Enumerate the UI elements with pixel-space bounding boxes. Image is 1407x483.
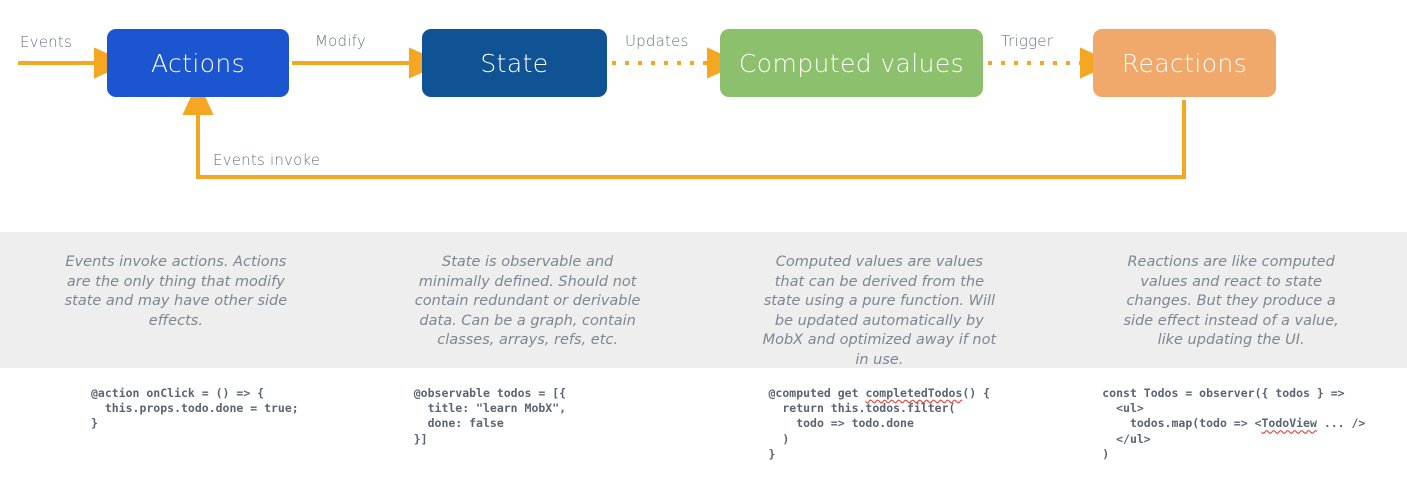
code-computed-line1-pre: @computed get xyxy=(768,386,866,400)
node-actions-label: Actions xyxy=(150,48,246,78)
code-computed-misspelled-token: completedTodos xyxy=(865,386,963,400)
code-reactions-line5: ) xyxy=(1102,446,1110,461)
description-cell-reactions: Reactions are like computed values and r… xyxy=(1055,232,1407,368)
edge-label-updates: Updates xyxy=(625,32,689,50)
edge-label-events-invoke: Events invoke xyxy=(213,151,321,169)
description-text-actions: Events invoke actions. Actions are the o… xyxy=(64,254,288,329)
description-text-computed: Computed values are values that can be d… xyxy=(762,254,997,368)
flow-diagram: Actions State Computed values Reactions … xyxy=(0,0,1407,232)
code-sample-state: @observable todos = [{ title: "learn Mob… xyxy=(413,386,567,446)
node-state[interactable]: State xyxy=(422,29,607,97)
code-reactions-line3-pre: todos.map(todo => < xyxy=(1102,416,1262,431)
code-sample-reactions: const Todos = observer({ todos } => <ul>… xyxy=(1102,386,1407,462)
code-reactions-misspelled-token: TodoView xyxy=(1261,416,1317,431)
node-reactions-label: Reactions xyxy=(1121,48,1248,78)
code-band: @action onClick = () => { this.props.tod… xyxy=(0,368,1407,483)
code-cell-state: @observable todos = [{ title: "learn Mob… xyxy=(352,368,704,483)
description-text-state: State is observable and minimally define… xyxy=(414,254,641,349)
edge-label-trigger: Trigger xyxy=(1001,32,1054,50)
description-cell-state: State is observable and minimally define… xyxy=(352,232,704,368)
node-computed-values[interactable]: Computed values xyxy=(720,29,983,97)
code-cell-reactions: const Todos = observer({ todos } => <ul>… xyxy=(1055,368,1407,483)
code-sample-computed: @computed get completedTodos() { return … xyxy=(769,386,1056,462)
code-reactions-line4: </ul> xyxy=(1102,431,1151,446)
description-band: Events invoke actions. Actions are the o… xyxy=(0,232,1407,368)
description-cell-computed: Computed values are values that can be d… xyxy=(704,232,1056,368)
code-reactions-line1: const Todos = observer({ todos } => xyxy=(1102,386,1345,400)
edge-label-modify: Modify xyxy=(315,32,366,50)
arrow-events-invoke xyxy=(182,81,1186,179)
code-reactions-line2: <ul> xyxy=(1102,401,1144,416)
edge-label-events: Events xyxy=(20,33,72,51)
description-text-reactions: Reactions are like computed values and r… xyxy=(1123,254,1339,349)
code-sample-actions: @action onClick = () => { this.props.tod… xyxy=(91,386,299,431)
code-computed-rest: return this.todos.filter( todo => todo.d… xyxy=(768,401,956,461)
code-reactions-line3-post: ... /> xyxy=(1316,416,1366,431)
code-computed-line1-post: () { xyxy=(962,386,991,400)
node-computed-values-label: Computed values xyxy=(738,48,965,78)
code-cell-computed: @computed get completedTodos() { return … xyxy=(704,368,1056,483)
flow-arrows-svg xyxy=(18,47,1186,179)
node-state-label: State xyxy=(480,48,549,78)
node-actions[interactable]: Actions xyxy=(107,29,289,97)
code-cell-actions: @action onClick = () => { this.props.tod… xyxy=(0,368,352,483)
node-reactions[interactable]: Reactions xyxy=(1093,29,1276,97)
description-cell-actions: Events invoke actions. Actions are the o… xyxy=(0,232,352,368)
